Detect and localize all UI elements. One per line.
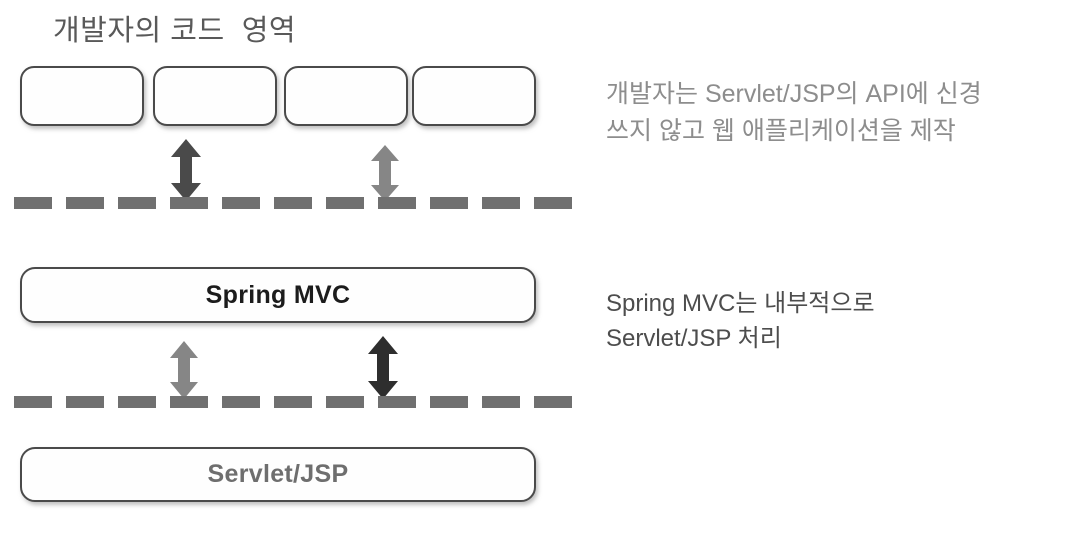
layer-box-spring-mvc: Spring MVC [20, 267, 536, 323]
developer-code-box-1 [20, 66, 144, 126]
developer-code-box-3 [284, 66, 408, 126]
annotation-spring-mvc: Spring MVC는 내부적으로 Servlet/JSP 처리 [606, 290, 875, 352]
double-arrow-icon-lower-right [367, 336, 399, 399]
double-arrow-icon-lower-left [168, 341, 200, 399]
section-title-developer-code-area: 개발자의 코드 영역 [53, 15, 297, 47]
layer-box-servlet-jsp: Servlet/JSP [20, 447, 536, 502]
separator-dashed-bottom [14, 396, 592, 408]
double-arrow-icon-upper-right [369, 145, 401, 201]
developer-code-box-2 [153, 66, 277, 126]
layer-label-spring-mvc: Spring MVC [205, 280, 351, 309]
layer-label-servlet-jsp: Servlet/JSP [207, 460, 349, 488]
separator-dashed-top [14, 197, 592, 209]
double-arrow-icon-upper-left [170, 139, 202, 201]
annotation-developer-code: 개발자는 Servlet/JSP의 API에 신경 쓰지 않고 웹 애플리케이션… [606, 80, 982, 145]
developer-code-box-4 [412, 66, 536, 126]
